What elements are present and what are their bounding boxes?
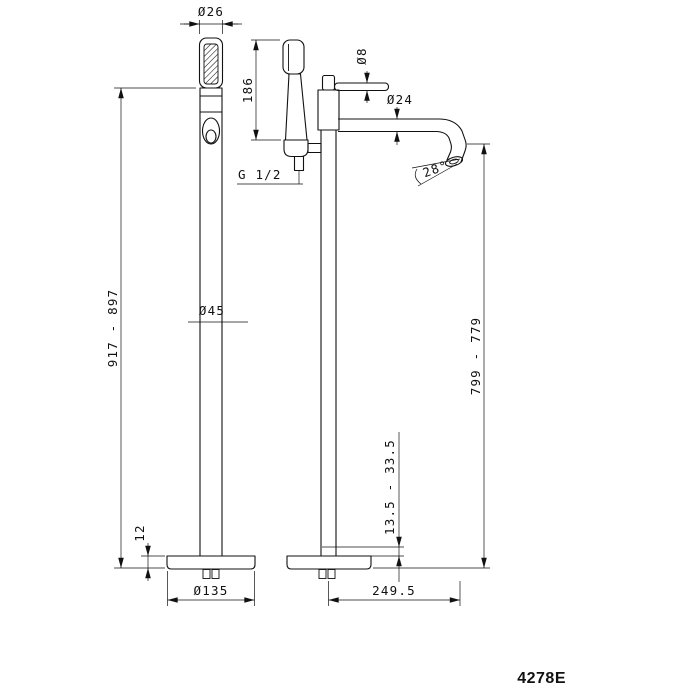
dim-spout-diameter: Ø24: [387, 92, 413, 145]
dim-spout-reach: 249.5: [328, 581, 461, 606]
side-view: [282, 39, 467, 579]
dim-thread-callout: G 1/2: [237, 167, 303, 185]
spout-outlet-face: [444, 156, 464, 167]
spout-top-edge: [337, 118, 467, 163]
floor-fixing-stub: [318, 569, 327, 579]
spout-opening-front: [205, 129, 217, 144]
handshower-side: [282, 39, 305, 75]
lever-handle: [333, 82, 390, 92]
floor-fixing-stub: [327, 569, 336, 579]
dim-label-handshower-diameter: Ø26: [198, 4, 224, 19]
spout-aerator: [449, 158, 459, 165]
dim-label-overall-height: 917 - 897: [105, 289, 120, 368]
holder-bracket: [307, 142, 322, 154]
hose-connection-stub: [293, 155, 305, 172]
dim-label-floor-adjust: 13.5 - 33.5: [382, 439, 397, 535]
base-side: [286, 555, 372, 570]
handle-cone-edge: [284, 73, 290, 141]
dim-base-diameter: Ø135: [167, 571, 255, 606]
mixer-body: [317, 89, 340, 131]
spout-outlet-front: [201, 117, 221, 145]
cartridge-cap: [321, 74, 336, 91]
dim-overall-height: 917 - 897: [105, 87, 196, 569]
dim-label-thread: G 1/2: [238, 167, 282, 182]
model-number: 4278E: [517, 670, 566, 687]
dim-lever-diameter: Ø8: [354, 47, 370, 103]
dim-floor-adjust: 13.5 - 33.5: [322, 432, 404, 582]
dim-label-outlet-height: 799 - 779: [468, 317, 483, 396]
dim-label-spout-diameter: Ø24: [387, 92, 413, 107]
dim-label-lever-diameter: Ø8: [354, 47, 369, 64]
dim-handshower-diameter: Ø26: [180, 4, 242, 34]
dim-label-base-diameter: Ø135: [194, 583, 229, 598]
dim-column-diameter: Ø45: [188, 303, 248, 323]
dim-label-spout-angle: 28°: [421, 157, 451, 180]
handshower-holder-cup: [283, 139, 309, 158]
dim-label-handshower-length: 186: [240, 77, 255, 103]
column-side: [320, 129, 337, 557]
dim-base-thickness: 12: [132, 524, 165, 581]
floor-fixing-stub: [202, 569, 211, 579]
dim-label-base-thickness: 12: [132, 524, 147, 541]
dim-label-column-diameter: Ø45: [199, 303, 225, 318]
floor-fixing-stub: [211, 569, 220, 579]
base-front: [166, 555, 256, 570]
dim-handshower-length: 186: [240, 39, 281, 141]
spout-bottom-edge: [337, 130, 452, 161]
spray-face: [203, 43, 219, 85]
dim-label-spout-reach: 249.5: [372, 583, 416, 598]
dim-spout-angle: 28°: [411, 157, 461, 187]
dim-outlet-height: 799 - 779: [373, 143, 490, 569]
handle-cone-edge: [299, 73, 308, 141]
